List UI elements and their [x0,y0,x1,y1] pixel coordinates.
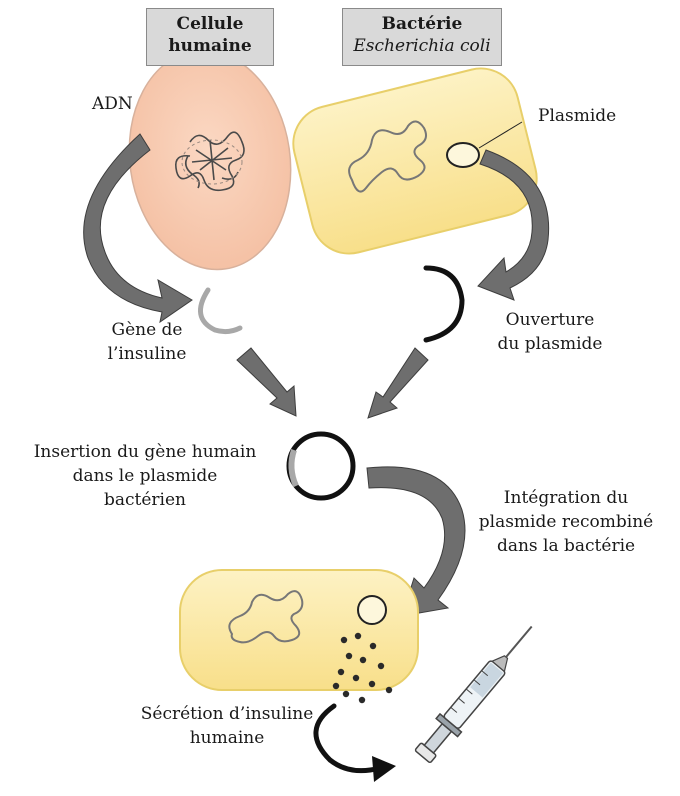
plasmid-opening-label-line2: du plasmide [498,334,603,354]
insertion-label-line1: Insertion du gène humain [34,442,257,462]
insertion-label-line3: bactérien [104,490,186,510]
bacterium-header-line1: Bactérie [382,14,463,34]
plasmid-bottom [358,596,386,624]
integration-label: Intégration du plasmide recombiné dans l… [464,486,668,558]
insulin-gene-label-line1: Gène de [112,320,183,340]
insulin-gene-label-line2: l’insuline [108,344,187,364]
secretion-label-line2: humaine [190,728,265,748]
secretion-label: Sécrétion d’insuline humaine [112,702,342,750]
secretion-label-line1: Sécrétion d’insuline [141,704,314,724]
bacterium-header-species: Escherichia coli [353,36,490,56]
insertion-label-line2: dans le plasmide [73,466,218,486]
straight-arrow-icon [368,348,428,418]
opened-plasmid [426,268,462,340]
integration-label-line2: plasmide recombiné [479,512,653,532]
recombinant-plasmid [289,434,353,498]
dna-label: ADN [92,92,133,116]
insulin-gene-label: Gène de l’insuline [82,318,212,366]
insertion-label: Insertion du gène humain dans le plasmid… [10,440,280,512]
human-cell-header: Cellule humaine [146,8,274,66]
plasmid-opening-label: Ouverture du plasmide [480,308,620,356]
plasmid-top [447,143,479,167]
human-cell-header-line2: humaine [168,36,251,56]
syringe-icon [412,617,543,765]
straight-arrow-icon [237,348,296,416]
plasmid-opening-label-line1: Ouverture [506,310,595,330]
plasmid-label: Plasmide [538,104,616,128]
bacterium-header: Bactérie Escherichia coli [342,8,502,66]
human-cell-header-line1: Cellule [177,14,244,34]
integration-label-line3: dans la bactérie [497,536,635,556]
integration-label-line1: Intégration du [504,488,628,508]
